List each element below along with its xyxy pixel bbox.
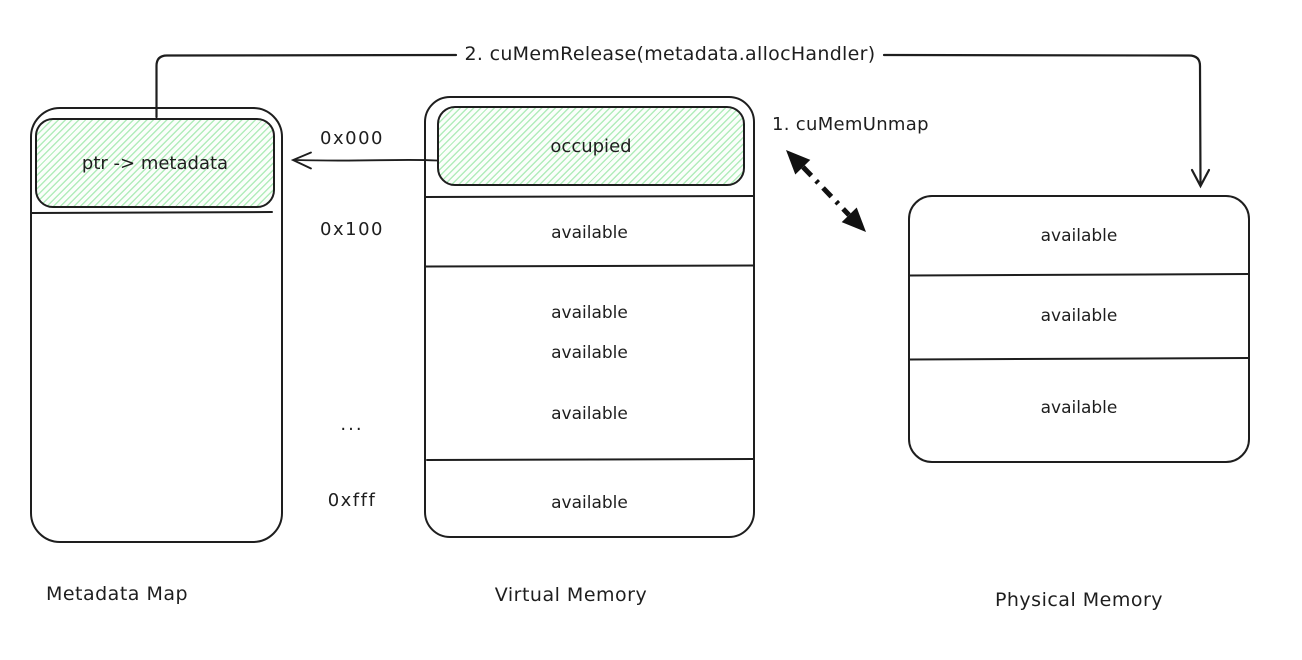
pm-row-available-3: available (1040, 398, 1118, 418)
vm-row-available-1: available (551, 223, 628, 243)
vm-row-available-4: available (551, 404, 628, 424)
virtual-memory-box (424, 96, 755, 538)
vm-row-available-5: available (551, 493, 628, 513)
address-label-0x100: 0x100 (320, 219, 384, 240)
pm-row-available-2: available (1040, 306, 1118, 326)
map-arrow (290, 151, 438, 170)
release-arrow-label: 2. cuMemRelease(metadata.allocHandler) (464, 43, 876, 65)
unmap-arrow-label: 1. cuMemUnmap (772, 114, 929, 135)
occupied-cell-label: occupied (550, 135, 632, 157)
address-label-0xfff: 0xfff (327, 490, 377, 511)
vm-row-available-2: available (551, 303, 628, 323)
metadata-pointer-cell: ptr -> metadata (35, 118, 275, 208)
address-label-ellipsis: ... (340, 414, 364, 435)
vm-row-available-3: available (551, 343, 628, 363)
address-label-0x000: 0x000 (320, 128, 384, 149)
metadata-map-box (30, 107, 283, 543)
metadata-pointer-cell-label: ptr -> metadata (81, 152, 229, 174)
occupied-cell: occupied (437, 106, 745, 186)
physical-memory-box (908, 195, 1250, 463)
physical-memory-caption: Physical Memory (994, 589, 1164, 611)
unmap-arrow (786, 150, 866, 232)
virtual-memory-caption: Virtual Memory (494, 584, 648, 606)
metadata-map-caption: Metadata Map (45, 583, 189, 605)
pm-row-available-1: available (1040, 226, 1118, 246)
